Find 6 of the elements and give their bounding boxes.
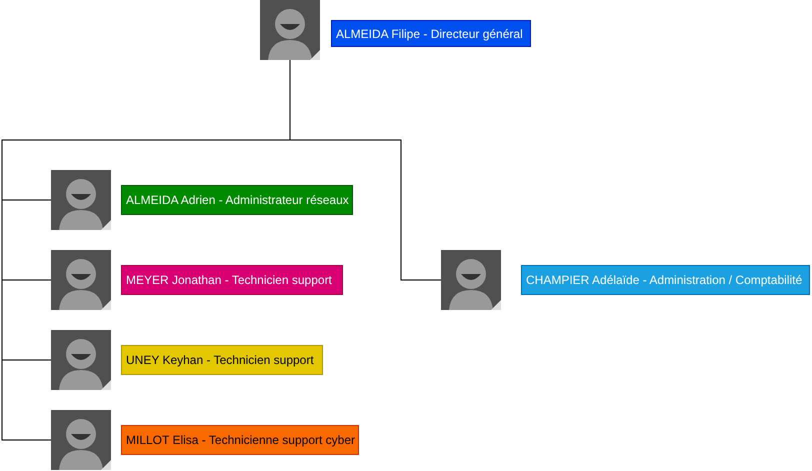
name-label: MILLOT Elisa - Technicienne support cyber (121, 425, 359, 455)
name-label: CHAMPIER Adélaïde - Administration / Comptabilité (521, 265, 810, 295)
name-label: ALMEIDA Adrien - Administrateur réseaux (121, 185, 353, 215)
name-label: UNEY Keyhan - Technicien support (121, 345, 323, 375)
name-label: ALMEIDA Filipe - Directeur général (331, 20, 531, 47)
name-label: MEYER Jonathan - Technicien support (121, 265, 343, 295)
